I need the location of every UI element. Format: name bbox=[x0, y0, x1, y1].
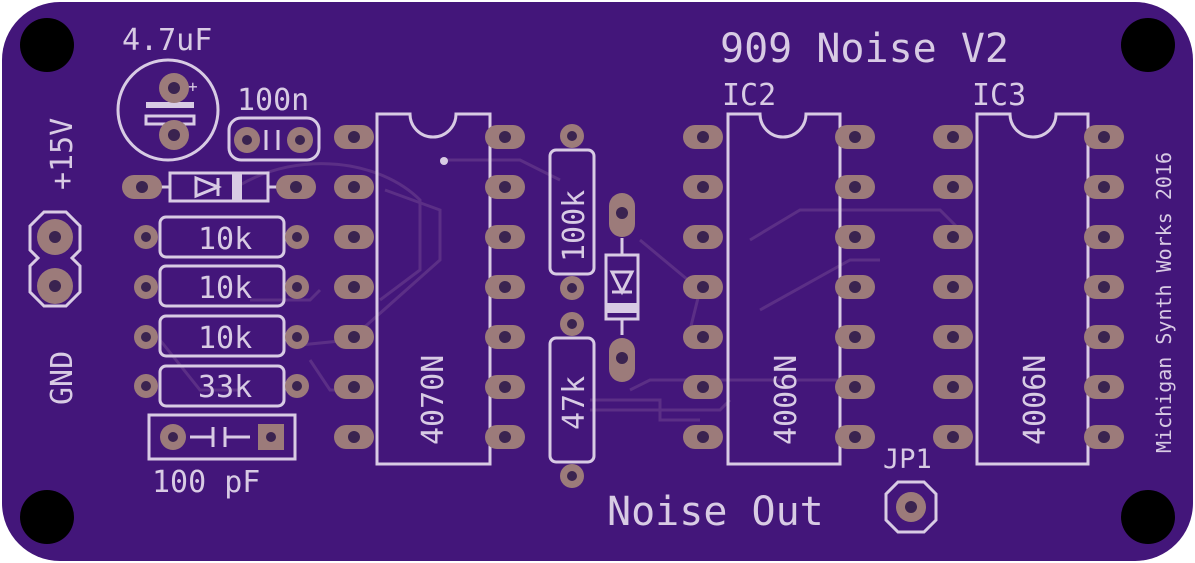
center-diode bbox=[604, 193, 640, 382]
resistor-label: 10k bbox=[198, 321, 252, 356]
resistor-10k-3: 10k bbox=[134, 314, 309, 358]
electrolytic-capacitor: + 4.7uF bbox=[116, 23, 220, 162]
ic2-4006n: IC2 4006N bbox=[683, 78, 875, 466]
small-capacitor: 100 pF bbox=[147, 413, 297, 500]
ic-ref-label: IC3 bbox=[972, 78, 1026, 113]
mounting-hole-bottom-left bbox=[20, 490, 74, 544]
resistor-label: 100k bbox=[557, 190, 592, 262]
credit-text: Michigan Synth Works 2016 bbox=[1152, 152, 1176, 453]
ic-part-label: 4070N bbox=[416, 355, 451, 445]
resistor-10k-1: 10k bbox=[134, 215, 309, 259]
ic-part-label: 4006N bbox=[769, 355, 804, 445]
left-diode bbox=[122, 171, 316, 203]
resistor-label: 10k bbox=[198, 271, 252, 306]
mounting-hole-bottom-right bbox=[1121, 490, 1175, 544]
resistor-10k-2: 10k bbox=[134, 264, 309, 308]
mounting-hole-top-right bbox=[1121, 18, 1175, 72]
output-jumper-pad bbox=[884, 480, 938, 534]
svg-text:+: + bbox=[188, 77, 198, 96]
power-header bbox=[28, 210, 82, 308]
vplus-label: +15V bbox=[45, 118, 80, 190]
resistor-label: 10k bbox=[198, 222, 252, 257]
output-ref-label: JP1 bbox=[883, 444, 932, 475]
resistor-label: 47k bbox=[557, 376, 592, 430]
resistor-100k: 100k bbox=[548, 124, 596, 300]
electrolytic-capacitor-label: 4.7uF bbox=[122, 23, 212, 58]
resistor-47k: 47k bbox=[548, 312, 596, 488]
gnd-label: GND bbox=[45, 351, 80, 405]
ic3-4006n: IC3 4006N bbox=[933, 78, 1124, 466]
ic-4070n-pads bbox=[334, 125, 525, 449]
mounting-hole-top-left bbox=[20, 18, 74, 72]
ic-part-label: 4006N bbox=[1018, 355, 1053, 445]
small-capacitor-label: 100 pF bbox=[152, 465, 260, 500]
resistor-33k: 33k bbox=[134, 364, 309, 408]
output-label: Noise Out bbox=[607, 489, 824, 535]
ic-4070n: 4070N bbox=[334, 112, 525, 466]
resistor-label: 33k bbox=[198, 370, 252, 405]
ic-ref-label: IC2 bbox=[722, 78, 776, 113]
ceramic-capacitor: 100n bbox=[227, 83, 321, 162]
ceramic-capacitor-label: 100n bbox=[237, 83, 309, 118]
board-title: 909 Noise V2 bbox=[720, 26, 1009, 72]
